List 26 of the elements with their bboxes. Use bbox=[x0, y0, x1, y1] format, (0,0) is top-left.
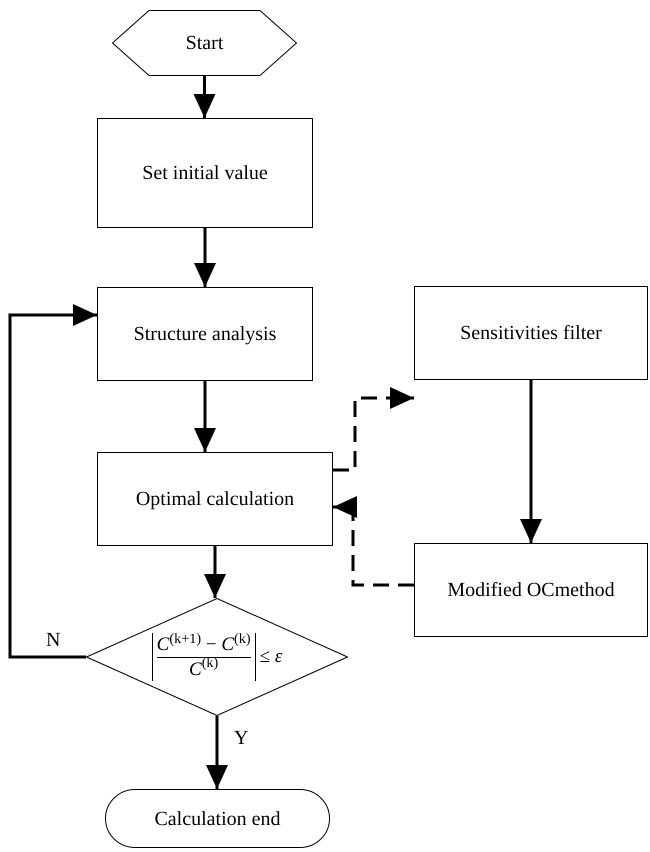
node-label: Set initial value bbox=[142, 161, 268, 186]
denominator-text: C$^{(k)}$ bbox=[156, 656, 251, 682]
arrow bbox=[206, 716, 228, 789]
process-box bbox=[97, 287, 313, 381]
node-label: Optimal calculation bbox=[136, 487, 294, 512]
decision-diamond bbox=[86, 598, 348, 716]
process-box bbox=[97, 118, 313, 228]
arrow bbox=[204, 546, 226, 598]
node-label: Structure analysis bbox=[134, 322, 276, 347]
arrow bbox=[194, 76, 216, 118]
start-hexagon bbox=[112, 10, 297, 76]
process-box bbox=[414, 543, 648, 637]
node-label: Calculation end bbox=[154, 806, 281, 832]
arrow bbox=[194, 381, 216, 452]
process-box bbox=[97, 452, 333, 546]
arrow bbox=[333, 496, 414, 586]
node-label: Modified OCmethod bbox=[447, 578, 615, 603]
arrow bbox=[194, 228, 216, 287]
arrow bbox=[520, 380, 542, 543]
node-label: Start bbox=[186, 31, 224, 56]
arrow bbox=[333, 387, 414, 472]
condition-text: ≤ ε bbox=[260, 644, 282, 669]
arrow bbox=[8, 304, 97, 658]
node-label: Sensitivities filter bbox=[460, 321, 602, 346]
process-box bbox=[414, 286, 648, 380]
numerator-text: C$^{(k+1)}$ − C$^{(k)}$ bbox=[156, 632, 251, 656]
